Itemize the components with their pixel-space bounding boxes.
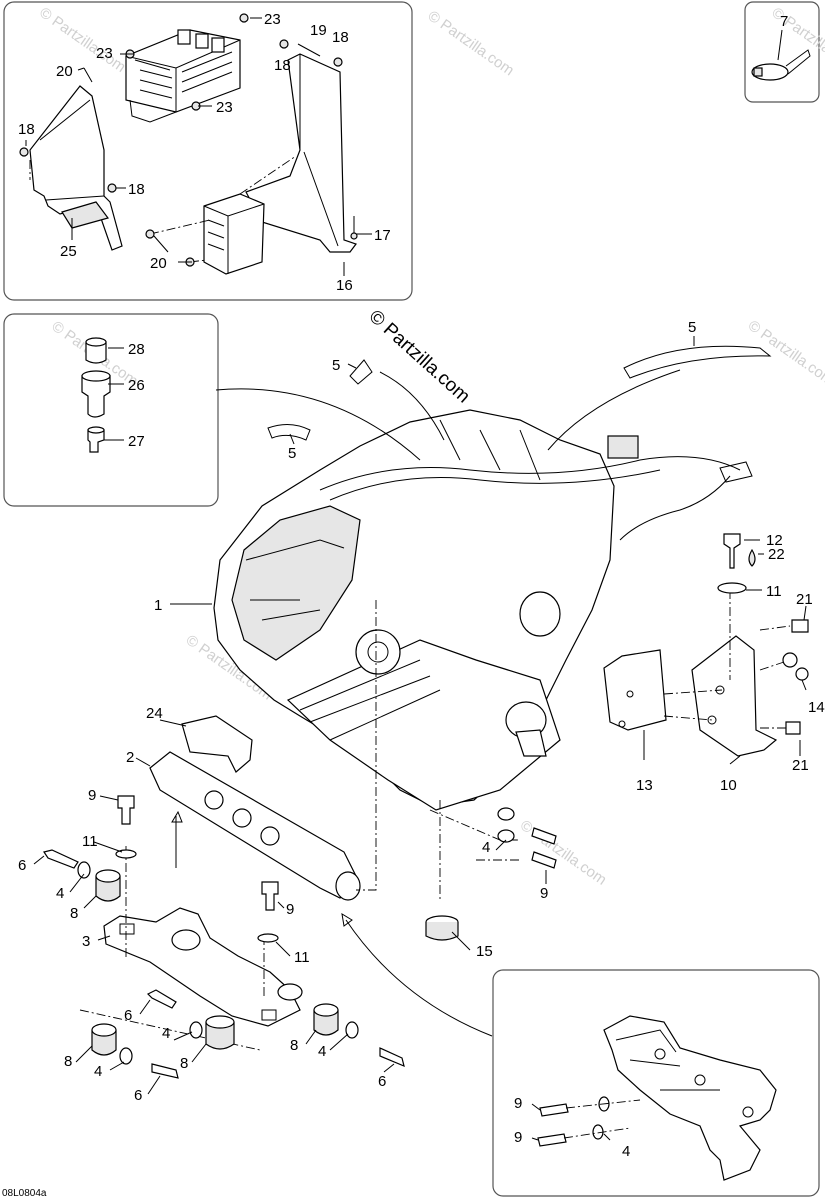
callout-2: 2 <box>126 749 134 766</box>
callout-23: 23 <box>216 99 233 116</box>
leader-lines <box>25 17 807 1141</box>
callout-3: 3 <box>82 933 90 950</box>
callout-16: 16 <box>336 277 353 294</box>
callout-7: 7 <box>780 13 788 30</box>
callout-17: 17 <box>374 227 391 244</box>
callout-12: 12 <box>766 532 783 549</box>
callout-20: 20 <box>56 63 73 80</box>
callout-4: 4 <box>482 839 490 856</box>
mount-hardware-parts <box>81 337 111 453</box>
cable-tie-part <box>751 49 811 81</box>
callout-11: 11 <box>766 583 782 600</box>
callout-28: 28 <box>128 341 145 358</box>
callout-5: 5 <box>332 357 340 374</box>
callout-18: 18 <box>128 181 145 198</box>
rubber-mount <box>95 869 121 902</box>
callout-5: 5 <box>688 319 696 336</box>
callout-24: 24 <box>146 705 163 722</box>
callout-9: 9 <box>514 1095 522 1112</box>
watermark: © Partzilla.com <box>36 4 129 76</box>
callout-5: 5 <box>288 445 296 462</box>
callout-22: 22 <box>768 546 785 563</box>
callout-21: 21 <box>792 757 809 774</box>
drawing-code: 08L0804a <box>2 1188 47 1199</box>
callout-21: 21 <box>796 591 813 608</box>
callout-6: 6 <box>124 1007 132 1024</box>
callout-8: 8 <box>70 905 78 922</box>
callout-4: 4 <box>622 1143 630 1160</box>
callout-9: 9 <box>514 1129 522 1146</box>
callout-4: 4 <box>56 885 64 902</box>
watermark-main: © Partzilla.com <box>365 306 474 407</box>
callout-8: 8 <box>64 1053 72 1070</box>
callout-25: 25 <box>60 243 77 260</box>
callout-14: 14 <box>808 699 825 716</box>
callout-9: 9 <box>286 901 294 918</box>
callout-9: 9 <box>88 787 96 804</box>
callout-18: 18 <box>274 57 291 74</box>
callout-23: 23 <box>264 11 281 28</box>
watermark: © Partzilla.com <box>517 817 610 889</box>
callout-6: 6 <box>378 1073 386 1090</box>
callout-8: 8 <box>180 1055 188 1072</box>
fuse-box-assembly <box>19 13 358 275</box>
watermark: © Partzilla.com <box>425 7 518 79</box>
callout-10: 10 <box>720 777 737 794</box>
callout-15: 15 <box>476 943 493 960</box>
callout-6: 6 <box>134 1087 142 1104</box>
callout-26: 26 <box>128 377 145 394</box>
callout-18: 18 <box>332 29 349 46</box>
rubber-mount <box>205 1015 235 1050</box>
inset-box-electrical <box>3 1 413 301</box>
callout-23: 23 <box>96 45 113 62</box>
callout-13: 13 <box>636 777 653 794</box>
inset-box-mount-hardware <box>3 313 219 507</box>
watermark: © Partzilla.com <box>745 317 825 389</box>
callout-11: 11 <box>82 833 98 850</box>
rubber-mount <box>91 1023 117 1056</box>
callout-19: 19 <box>310 22 327 39</box>
callout-8: 8 <box>290 1037 298 1054</box>
lower-mount-assembly <box>43 600 557 1079</box>
callout-11: 11 <box>294 949 310 966</box>
inset-box-frame-detail <box>492 969 820 1197</box>
callout-4: 4 <box>94 1063 102 1080</box>
callout-1: 1 <box>154 597 162 614</box>
rubber-mount <box>313 1003 339 1036</box>
callout-18: 18 <box>18 121 35 138</box>
inset-box-tie-strap <box>744 1 820 103</box>
callout-labels: 23 23 23 19 18 18 20 18 18 25 20 17 16 7… <box>18 11 825 1160</box>
callout-20: 20 <box>150 255 167 272</box>
callout-4: 4 <box>318 1043 326 1060</box>
engine-mount-bracket-right <box>603 533 809 757</box>
callout-6: 6 <box>18 857 26 874</box>
callout-9: 9 <box>540 885 548 902</box>
frame-detail <box>537 1015 777 1181</box>
callout-4: 4 <box>162 1025 170 1042</box>
callout-27: 27 <box>128 433 145 450</box>
engine-assembly <box>213 345 772 811</box>
